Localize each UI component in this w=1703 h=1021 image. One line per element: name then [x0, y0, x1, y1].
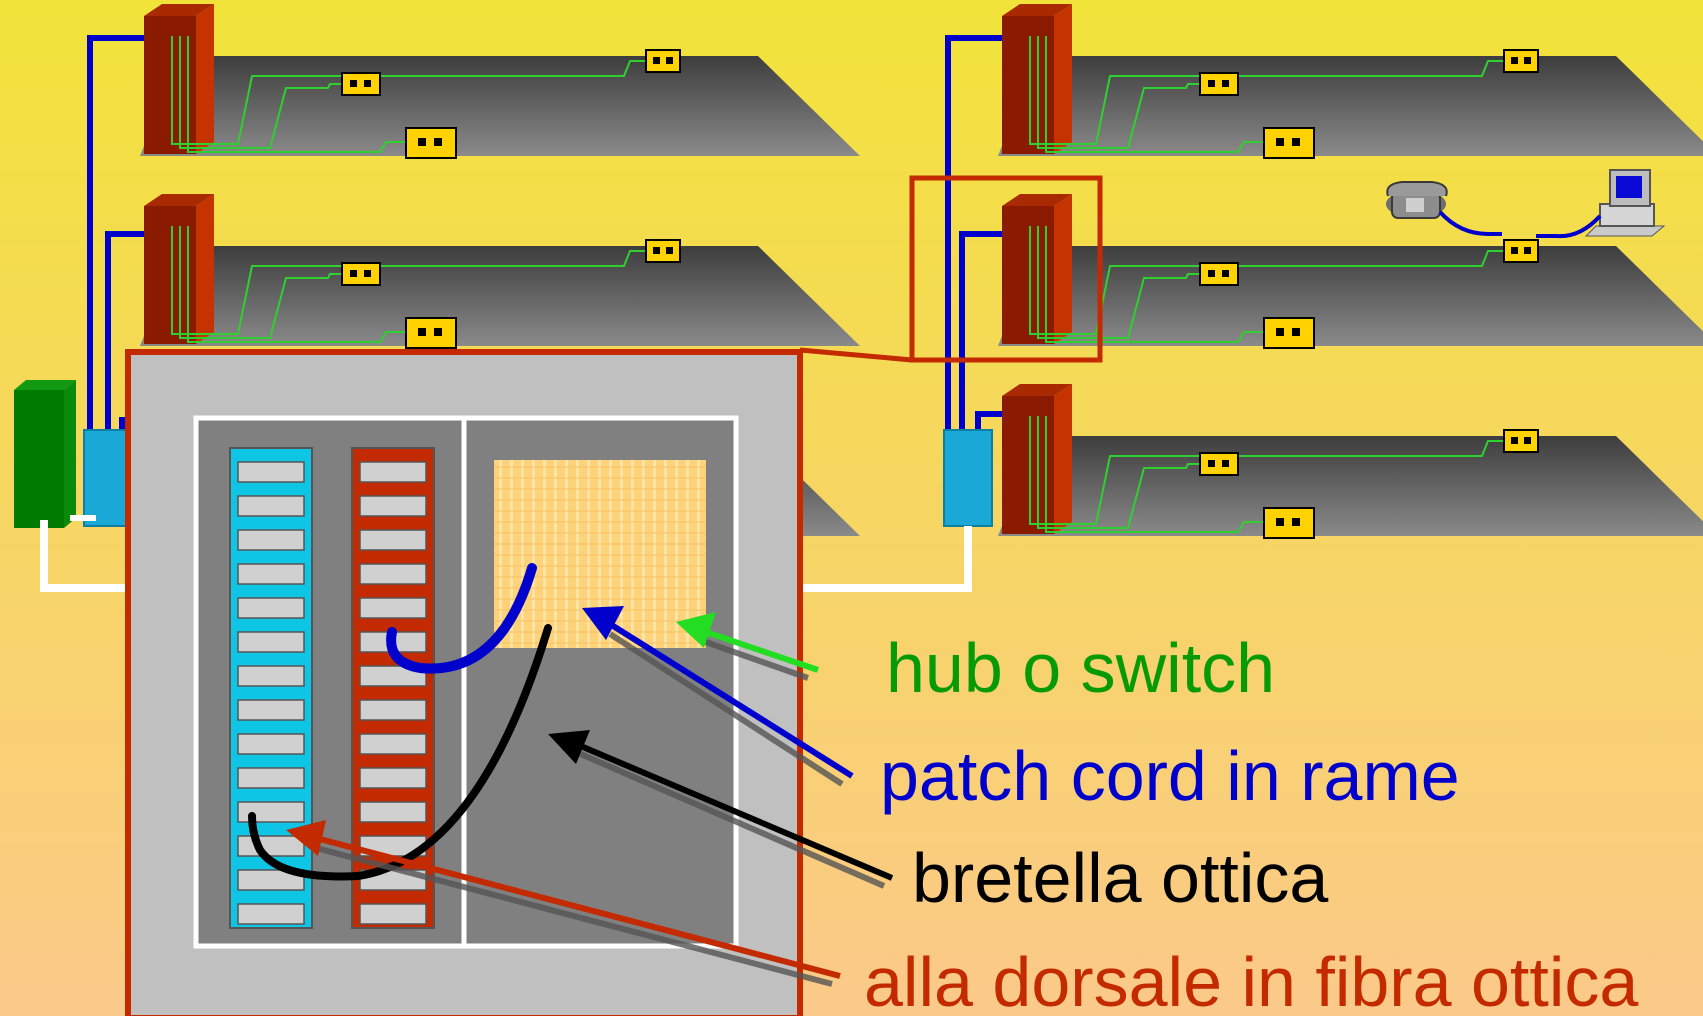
copper-port	[359, 563, 427, 585]
fiber-port	[237, 495, 305, 517]
fiber-port	[237, 563, 305, 585]
fiber-port	[237, 631, 305, 653]
copper-port	[359, 801, 427, 823]
fiber-jumper	[248, 624, 552, 881]
copper-port	[359, 903, 427, 925]
label-dorsale: alla dorsale in fibra ottica	[864, 943, 1638, 1016]
fiber-port	[237, 903, 305, 925]
right-building	[800, 3, 1703, 592]
fiber-port	[237, 529, 305, 551]
fiber-port	[237, 699, 305, 721]
label-bretella: bretella ottica	[912, 839, 1328, 917]
copper-port	[359, 597, 427, 619]
fiber-port	[237, 665, 305, 687]
fiber-port	[237, 835, 305, 857]
copper-port	[359, 767, 427, 789]
copper-patch-cord	[386, 563, 537, 674]
copper-port	[359, 529, 427, 551]
callout-arrows	[286, 606, 894, 987]
fiber-port	[237, 767, 305, 789]
copper-port	[359, 461, 427, 483]
zoom-connector-line	[799, 347, 913, 363]
fiber-port	[237, 461, 305, 483]
left-building	[14, 3, 861, 592]
fiber-port	[237, 597, 305, 619]
label-patch-cord: patch cord in rame	[880, 737, 1460, 815]
computer-icon	[1536, 169, 1666, 239]
zoom-highlight-frame	[909, 175, 1103, 363]
telephone-icon	[1386, 181, 1502, 236]
panel-ports	[237, 461, 427, 925]
copper-port	[359, 495, 427, 517]
fiber-port	[237, 801, 305, 823]
fiber-port	[237, 869, 305, 891]
building-distributor	[14, 380, 140, 592]
copper-port	[359, 665, 427, 687]
copper-port	[359, 733, 427, 755]
rack-detail-view	[125, 349, 803, 1021]
label-hub-switch: hub o switch	[886, 629, 1275, 707]
fiber-port	[237, 733, 305, 755]
copper-port	[359, 699, 427, 721]
